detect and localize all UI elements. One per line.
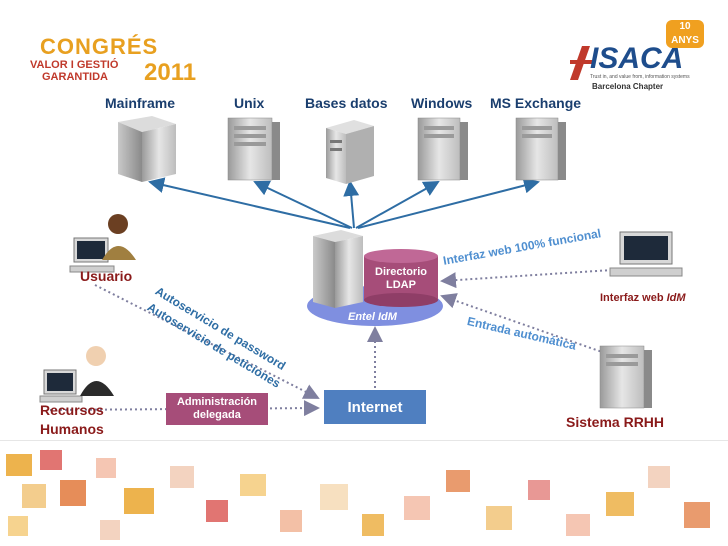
decorative-squares bbox=[6, 450, 710, 540]
isaca-logo: ISACA 10 ANYS Trust in, and value from, … bbox=[562, 20, 712, 95]
entel-idm-label: Entel IdM bbox=[348, 311, 397, 323]
usuario-label: Usuario bbox=[80, 268, 133, 284]
rrhh-person-icon bbox=[80, 346, 114, 396]
connector-web-central bbox=[440, 269, 613, 289]
connector-unix bbox=[253, 180, 353, 229]
connector-bases-datos bbox=[343, 180, 360, 229]
congres-logo-sub1: VALOR I GESTIÓ bbox=[30, 59, 119, 71]
admin-delegada-box: Administración delegada bbox=[166, 393, 268, 425]
admin-delegada-line2: delegada bbox=[193, 409, 241, 421]
congres-logo-sub2: GARANTIDA bbox=[42, 71, 108, 83]
ldap-directory-line2: LDAP bbox=[386, 279, 416, 291]
usuario-person-icon bbox=[102, 214, 136, 260]
connector-mainframe bbox=[148, 177, 351, 229]
connector-sistema-central bbox=[440, 293, 606, 354]
server-label-ms-exchange: MS Exchange bbox=[490, 95, 582, 111]
interfaz-web-idm-suffix: IdM bbox=[666, 292, 686, 304]
connector-ms-exchange bbox=[357, 177, 540, 229]
server-mainframe-icon bbox=[118, 116, 176, 182]
isaca-logo-chapter: Barcelona Chapter bbox=[592, 82, 664, 91]
isaca-logo-badge: 10 ANYS bbox=[666, 20, 704, 48]
congres-logo: CONGRÉS VALOR I GESTIÓ GARANTIDA 2011 bbox=[28, 34, 208, 92]
rrhh-workstation-icon bbox=[39, 369, 83, 403]
connector-windows bbox=[355, 181, 440, 229]
admin-delegada-line1: Administración bbox=[176, 396, 258, 408]
isaca-logo-name: ISACA bbox=[590, 42, 684, 75]
server-label-bases-datos: Bases datos bbox=[305, 95, 388, 111]
server-label-unix: Unix bbox=[234, 95, 265, 111]
interfaz-web-idm-label: Interfaz web IdM bbox=[600, 292, 686, 304]
dashed-connectors bbox=[49, 269, 613, 417]
server-ms-exchange-icon bbox=[515, 117, 566, 181]
sistema-rrhh-label: Sistema RRHH bbox=[566, 414, 665, 430]
central-server-icon bbox=[313, 230, 363, 308]
isaca-mark-icon bbox=[570, 46, 594, 80]
congres-logo-year: 2011 bbox=[144, 59, 197, 86]
isaca-logo-tagline: Trust in, and value from, information sy… bbox=[590, 74, 690, 80]
server-label-mainframe: Mainframe bbox=[105, 95, 176, 111]
server-windows-icon bbox=[417, 117, 468, 181]
server-connectors bbox=[148, 177, 540, 229]
internet-label: Internet bbox=[347, 398, 403, 416]
congres-logo-title: CONGRÉS bbox=[40, 34, 159, 59]
connector-usuario-internet bbox=[94, 284, 320, 399]
server-bases-datos-icon bbox=[326, 120, 374, 184]
rrhh-label-line2: Humanos bbox=[40, 421, 104, 437]
rrhh-label-line1: Recursos bbox=[40, 402, 104, 418]
sistema-rrhh-server-icon bbox=[599, 345, 652, 409]
ldap-directory-label: Directorio LDAP bbox=[364, 266, 438, 292]
server-unix-icon bbox=[227, 117, 280, 181]
usuario-workstation-icon bbox=[69, 237, 115, 273]
internet-box: Internet bbox=[324, 390, 426, 424]
decorative-footer-pattern bbox=[0, 440, 728, 540]
ldap-directory-line1: Directorio bbox=[375, 266, 427, 278]
ldap-directory-cylinder bbox=[364, 249, 438, 307]
interfaz-web-idm-prefix: Interfaz web bbox=[600, 292, 667, 304]
server-label-windows: Windows bbox=[411, 95, 473, 111]
web-interface-workstation-icon bbox=[609, 231, 683, 277]
